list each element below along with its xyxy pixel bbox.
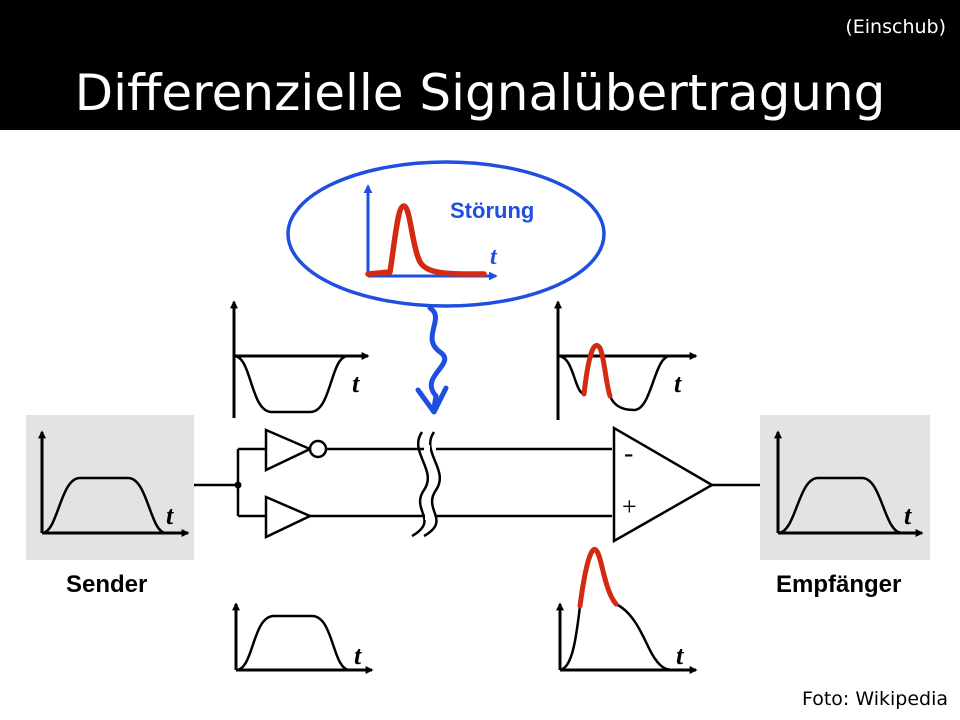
amp-minus-symbol: - [624,438,633,469]
disturbance-coupling-arrow [427,305,448,411]
differential-amplifier: - + [612,425,715,544]
non-inverting-driver [264,495,314,539]
disturbance-arrowhead [415,385,449,415]
sender-panel: t Sender [26,415,194,598]
subtitle: (Einschub) [845,16,946,38]
disturbance-time-label: t [490,244,498,270]
wire-junction [234,481,242,489]
inverting-driver [264,428,328,472]
header-bar: (Einschub) Differenzielle Signalübertrag… [0,0,960,130]
amp-plus-symbol: + [622,492,637,521]
receiver-time-label: t [904,501,912,530]
signal-time-label: t [354,641,362,670]
signal-waveform: t [232,602,374,674]
inverted-noisy-time-label: t [674,369,682,398]
receiver-panel: t Empfänger [760,415,930,598]
page-title: Differenzielle Signalübertragung [74,64,886,122]
image-credit: Foto: Wikipedia [801,688,948,710]
inverted-time-label: t [352,369,360,398]
sender-label: Sender [66,571,147,598]
disturbance-bubble: t Störung [286,160,606,308]
receiver-label: Empfänger [776,571,901,598]
disturbance-label: Störung [450,198,534,223]
inverted-noisy-waveform: t [554,300,698,420]
noisy-signal-time-label: t [676,641,684,670]
sender-time-label: t [166,501,174,530]
differential-signal-diagram: t Sender t Empfänger [26,160,930,674]
noisy-signal-waveform: t [556,546,698,674]
inverted-signal-waveform: t [230,300,370,418]
line-break-symbol [411,431,442,538]
